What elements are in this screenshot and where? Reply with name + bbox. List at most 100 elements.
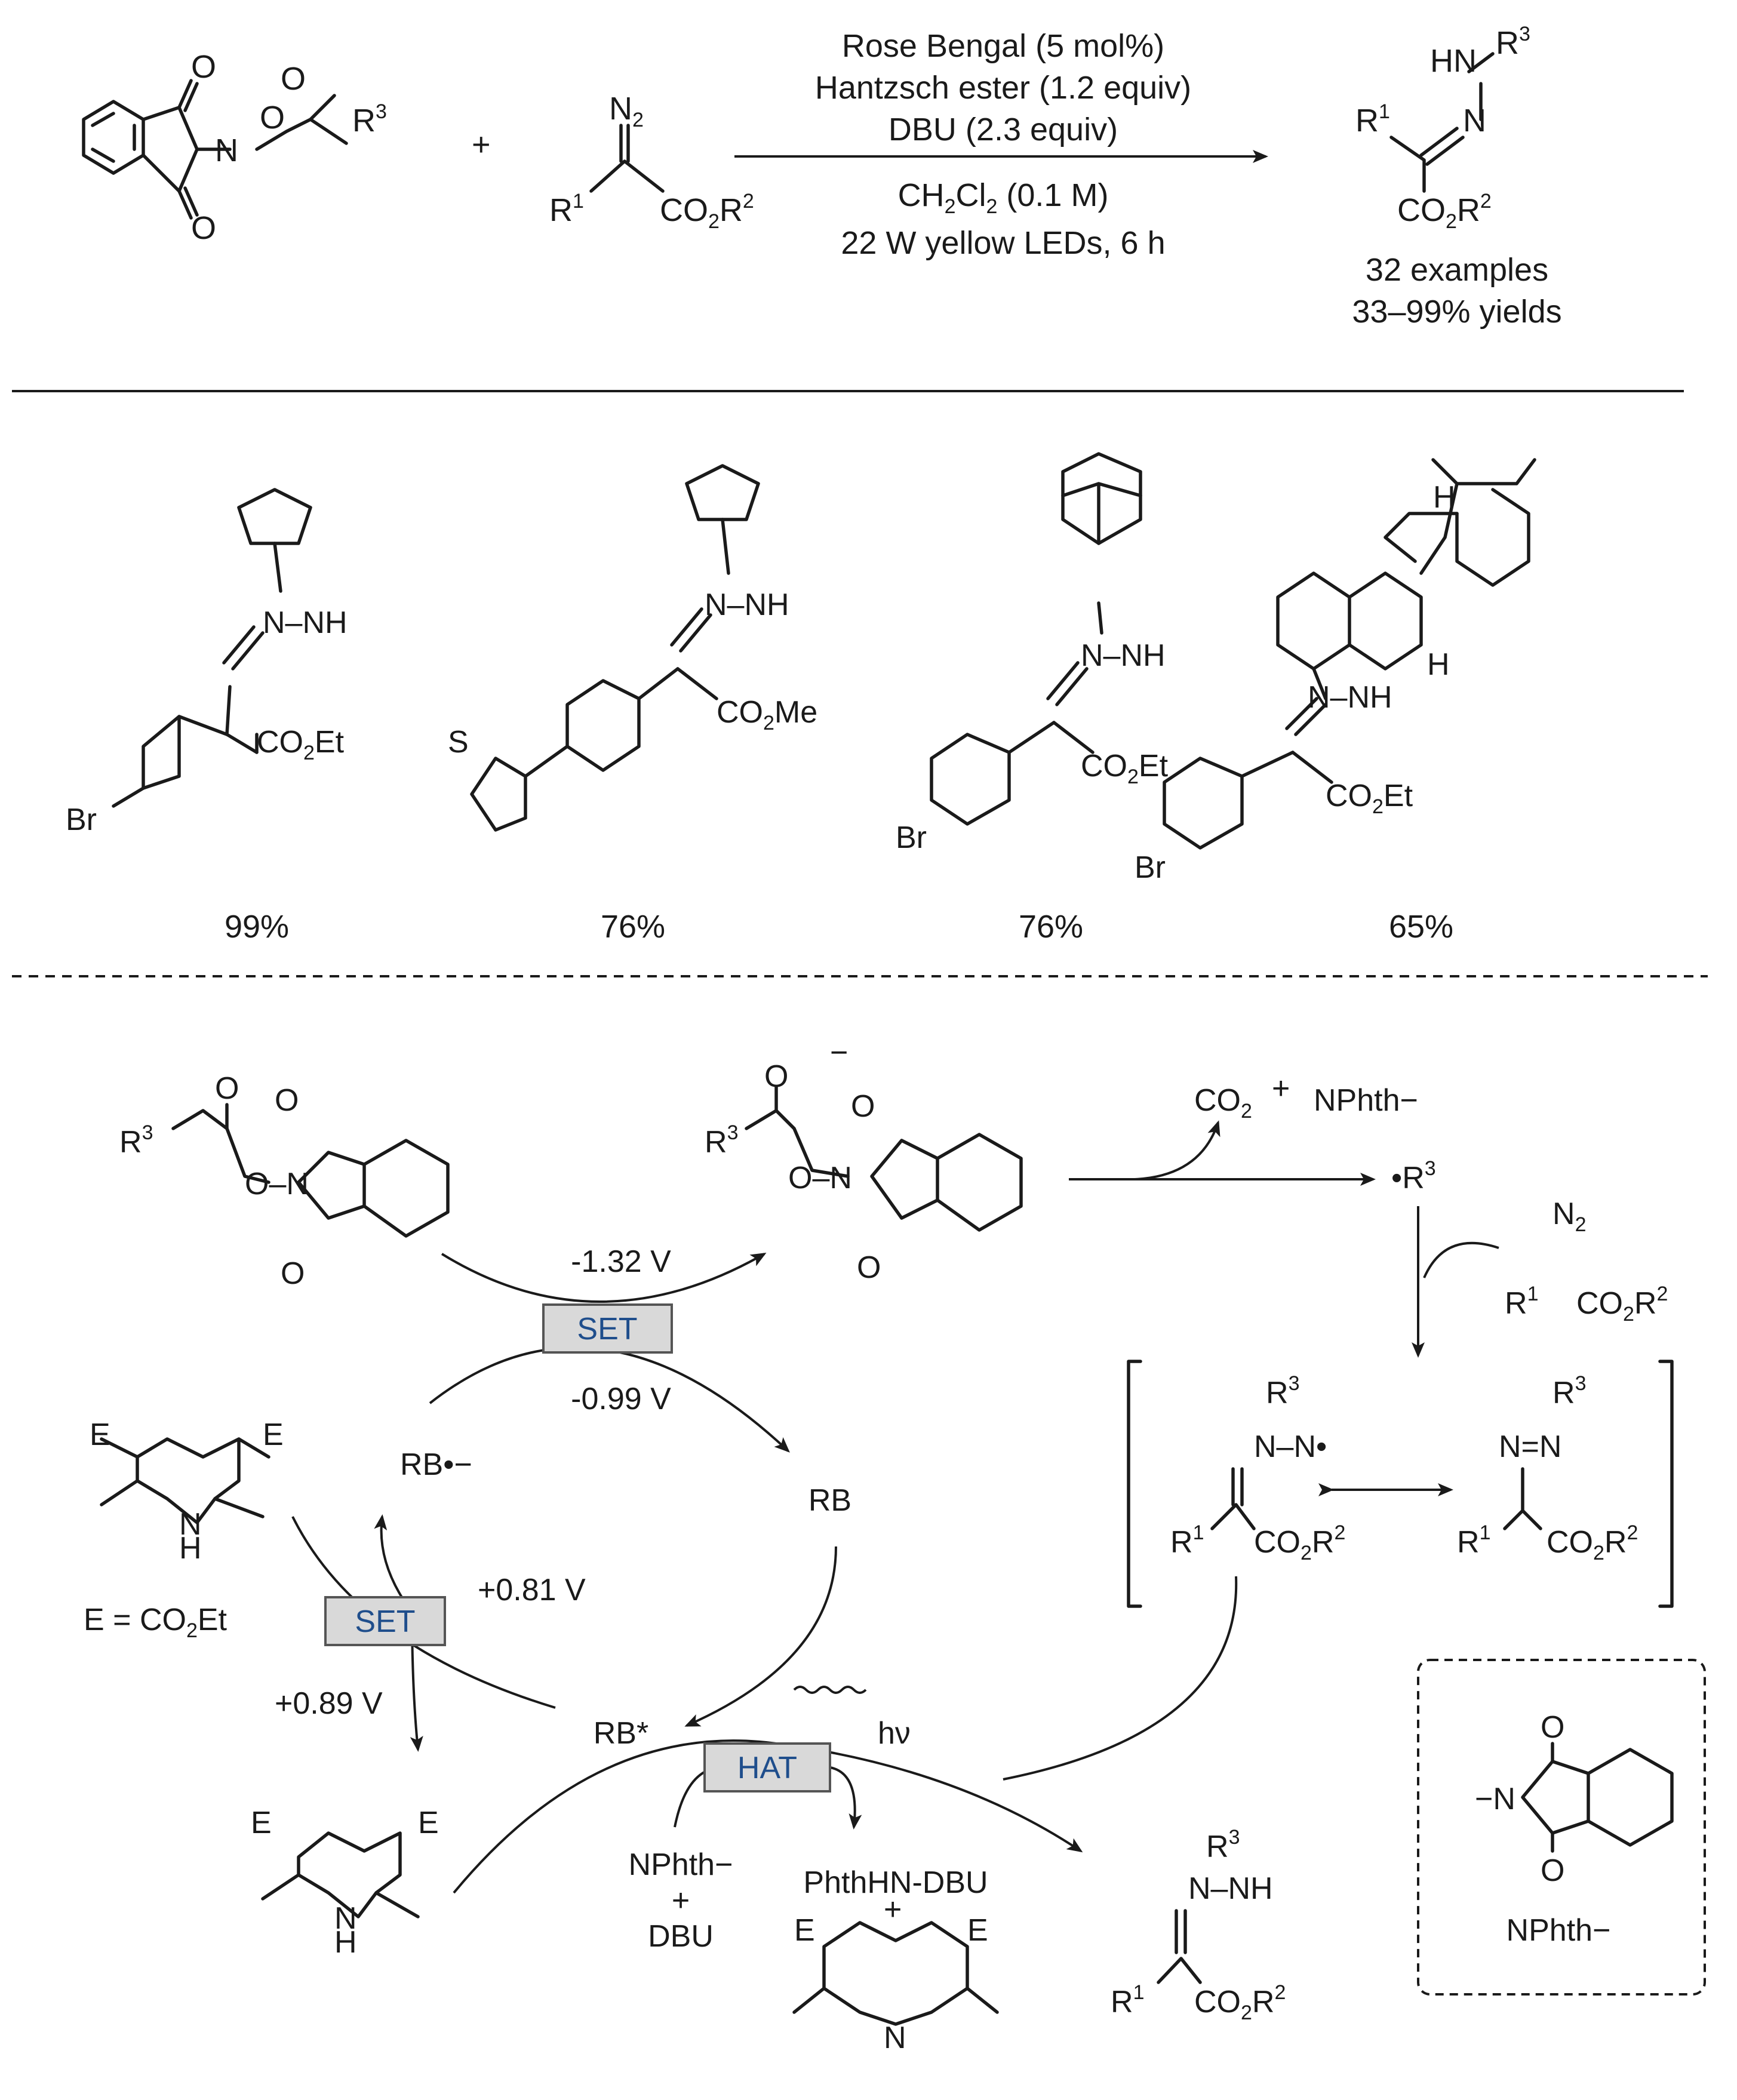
phthhn-dbu-label: PhthHN-DBU bbox=[803, 1865, 988, 1900]
diazo-r1: R1 bbox=[549, 190, 584, 228]
condition-3: DBU (2.3 equiv) bbox=[889, 112, 1118, 147]
ex3-yield: 76% bbox=[1019, 909, 1083, 945]
dbu-label: DBU bbox=[648, 1919, 714, 1954]
hantzsch-radical-cation bbox=[261, 1831, 420, 1918]
set-box-1 bbox=[542, 1303, 673, 1354]
hantzsch-rc-nh: N bbox=[334, 1901, 357, 1936]
hat-box bbox=[703, 1742, 831, 1792]
res2-r1: R1 bbox=[1457, 1521, 1490, 1560]
ex2-yield: 76% bbox=[601, 909, 665, 945]
atom-o-1: O bbox=[191, 49, 216, 85]
bracket-left bbox=[1127, 1360, 1142, 1608]
nphth-o-1: O bbox=[1541, 1710, 1564, 1745]
mech-nhpi-ester bbox=[171, 1103, 450, 1238]
r3-label-1: R3 bbox=[352, 100, 387, 139]
nphth-o-2: O bbox=[1541, 1853, 1564, 1888]
diazo-n2: N2 bbox=[609, 91, 644, 131]
hv-label: hν bbox=[878, 1716, 911, 1751]
pyridine-product bbox=[792, 1921, 999, 2026]
ex4-nh: N–NH bbox=[1308, 680, 1392, 715]
hydrazone-product bbox=[1389, 52, 1495, 193]
hantzsch-h: H bbox=[179, 1531, 202, 1566]
condition-2: Hantzsch ester (1.2 equiv) bbox=[815, 70, 1191, 106]
res2-ester: CO2R2 bbox=[1547, 1521, 1638, 1564]
final-bonds bbox=[1157, 1909, 1202, 1984]
pyridine-e-1: E bbox=[794, 1913, 815, 1948]
condition-solvent: CH2Cl2 (0.1 M) bbox=[898, 177, 1109, 218]
hv-wave bbox=[793, 1686, 867, 1694]
diazo-reactant bbox=[589, 124, 665, 193]
res1-r1: R1 bbox=[1170, 1521, 1204, 1560]
product-hn: HN bbox=[1430, 43, 1477, 79]
example-1 bbox=[112, 488, 312, 808]
res2-r3: R3 bbox=[1552, 1372, 1586, 1410]
final-n-nh: N–NH bbox=[1188, 1871, 1273, 1906]
ex1-br: Br bbox=[66, 803, 97, 837]
mech-diazo-ester: CO2R2 bbox=[1576, 1283, 1668, 1326]
product-n: N bbox=[1463, 103, 1486, 139]
final-r1: R1 bbox=[1111, 1981, 1144, 2019]
potential-4: +0.89 V bbox=[275, 1686, 383, 1721]
mech-o-5: O bbox=[851, 1089, 875, 1124]
nphth-release: NPhth− bbox=[1314, 1083, 1418, 1118]
co2-plus: + bbox=[1272, 1071, 1290, 1106]
res2-bonds bbox=[1503, 1467, 1542, 1530]
condition-light: 22 W yellow LEDs, 6 h bbox=[841, 225, 1165, 261]
pyridine-e-2: E bbox=[967, 1913, 988, 1948]
nphth-inset-box bbox=[1417, 1659, 1706, 1996]
mech-o-6: O bbox=[857, 1250, 881, 1285]
mech-o-n-2: O–N bbox=[788, 1161, 852, 1195]
nphth-label: NPhth− bbox=[629, 1847, 733, 1882]
example-4 bbox=[1163, 458, 1536, 850]
ex4-h-1: H bbox=[1433, 480, 1456, 515]
bracket-right bbox=[1658, 1360, 1674, 1608]
rb: RB bbox=[808, 1483, 851, 1518]
ex4-yield: 65% bbox=[1389, 909, 1453, 945]
potential-2: -0.99 V bbox=[571, 1382, 671, 1416]
mech-o-1: O bbox=[215, 1071, 239, 1106]
mech-diazo-r1: R1 bbox=[1505, 1283, 1538, 1321]
atom-o-2: O bbox=[191, 210, 216, 246]
yields-range: 33–99% yields bbox=[1352, 294, 1561, 330]
hantzsch-rc-e-1: E bbox=[251, 1806, 272, 1840]
rb-excited: RB* bbox=[594, 1716, 648, 1751]
ex4-ester: CO2Et bbox=[1326, 779, 1413, 818]
ex3-nh: N–NH bbox=[1081, 638, 1166, 673]
product-ester: CO2R2 bbox=[1397, 190, 1492, 233]
hat-out bbox=[829, 1766, 862, 1830]
ex3-ester: CO2Et bbox=[1081, 749, 1169, 788]
examples-count: 32 examples bbox=[1366, 252, 1548, 288]
hantzsch-nh: N bbox=[179, 1507, 202, 1542]
product-r3: R3 bbox=[1496, 23, 1530, 61]
hat-input-arc bbox=[1003, 1576, 1238, 1781]
res1-ester: CO2R2 bbox=[1254, 1521, 1345, 1564]
ex4-br: Br bbox=[1135, 850, 1166, 885]
condition-1: Rose Bengal (5 mol%) bbox=[842, 28, 1164, 64]
nhpi-ester-reactant bbox=[82, 79, 348, 220]
set-box-2 bbox=[324, 1596, 446, 1646]
ex3-br: Br bbox=[896, 820, 927, 855]
ex1-ester: CO2Et bbox=[257, 725, 345, 764]
hantzsch-rc-h: H bbox=[334, 1925, 357, 1960]
mech-o-2: O bbox=[275, 1083, 299, 1118]
co2-release-arrow bbox=[1134, 1120, 1220, 1180]
atom-o-4: O bbox=[281, 61, 306, 97]
hantzsch-ester bbox=[100, 1437, 270, 1524]
plus-sign: + bbox=[472, 127, 491, 162]
res1-r3: R3 bbox=[1266, 1372, 1299, 1410]
atom-o-3: O bbox=[260, 100, 285, 136]
ex1-yield: 99% bbox=[225, 909, 289, 945]
hat-label: HAT bbox=[737, 1751, 797, 1785]
ex2-thiophene-s: S bbox=[448, 725, 469, 760]
final-r3: R3 bbox=[1206, 1826, 1240, 1864]
mech-o-4: O bbox=[764, 1059, 788, 1094]
set-arrow-top bbox=[441, 1253, 767, 1303]
nphth-inset-label: NPhth− bbox=[1507, 1913, 1611, 1948]
res2-n-n: N=N bbox=[1499, 1429, 1561, 1464]
potential-3: +0.81 V bbox=[478, 1573, 586, 1607]
pyridine-plus: + bbox=[884, 1892, 902, 1927]
hantzsch-def: E = CO2Et bbox=[84, 1603, 227, 1642]
ex4-h-2: H bbox=[1427, 647, 1450, 682]
mech-r3-1: R3 bbox=[119, 1121, 153, 1160]
